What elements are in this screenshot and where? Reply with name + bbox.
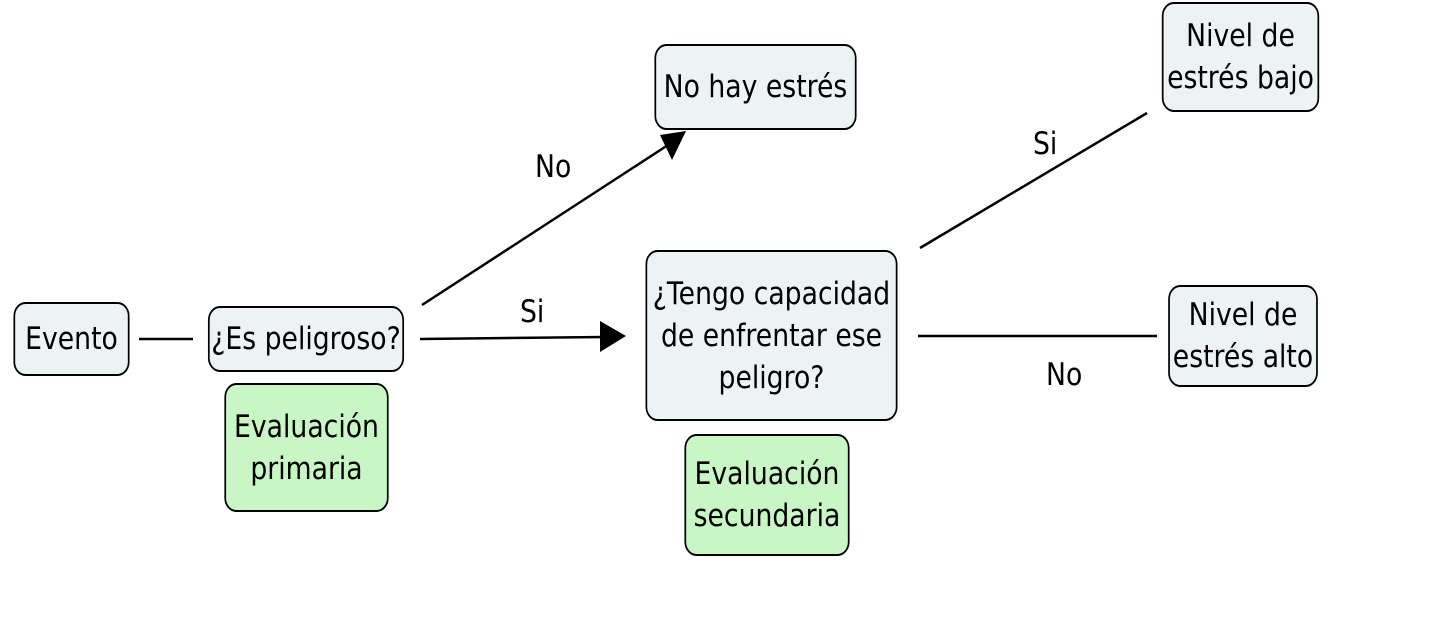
label-capacidad-si: Si [1033, 126, 1058, 162]
arrowhead-no-estres [660, 131, 686, 160]
label-peligro-si: Si [520, 294, 545, 330]
label-peligro-no: No [535, 149, 572, 185]
node-evaluacion-secundaria: Evaluación secundaria [684, 434, 850, 556]
edge-peligroso-to-no-estres [421, 143, 669, 307]
node-es-peligroso: ¿Es peligroso? [207, 306, 405, 372]
node-estres-alto: Nivel de estrés alto [1168, 285, 1318, 387]
node-evaluacion-primaria: Evaluación primaria [224, 383, 389, 512]
edge-peligroso-to-capacidad [419, 335, 605, 341]
edge-capacidad-to-estres-bajo [919, 111, 1148, 250]
node-no-hay-estres: No hay estrés [654, 44, 857, 130]
arrowhead-capacidad [600, 321, 626, 352]
node-estres-bajo: Nivel de estrés bajo [1161, 2, 1320, 112]
node-capacidad: ¿Tengo capacidad de enfrentar ese peligr… [645, 250, 898, 421]
label-capacidad-no: No [1046, 357, 1083, 393]
node-evento: Evento [13, 302, 130, 376]
